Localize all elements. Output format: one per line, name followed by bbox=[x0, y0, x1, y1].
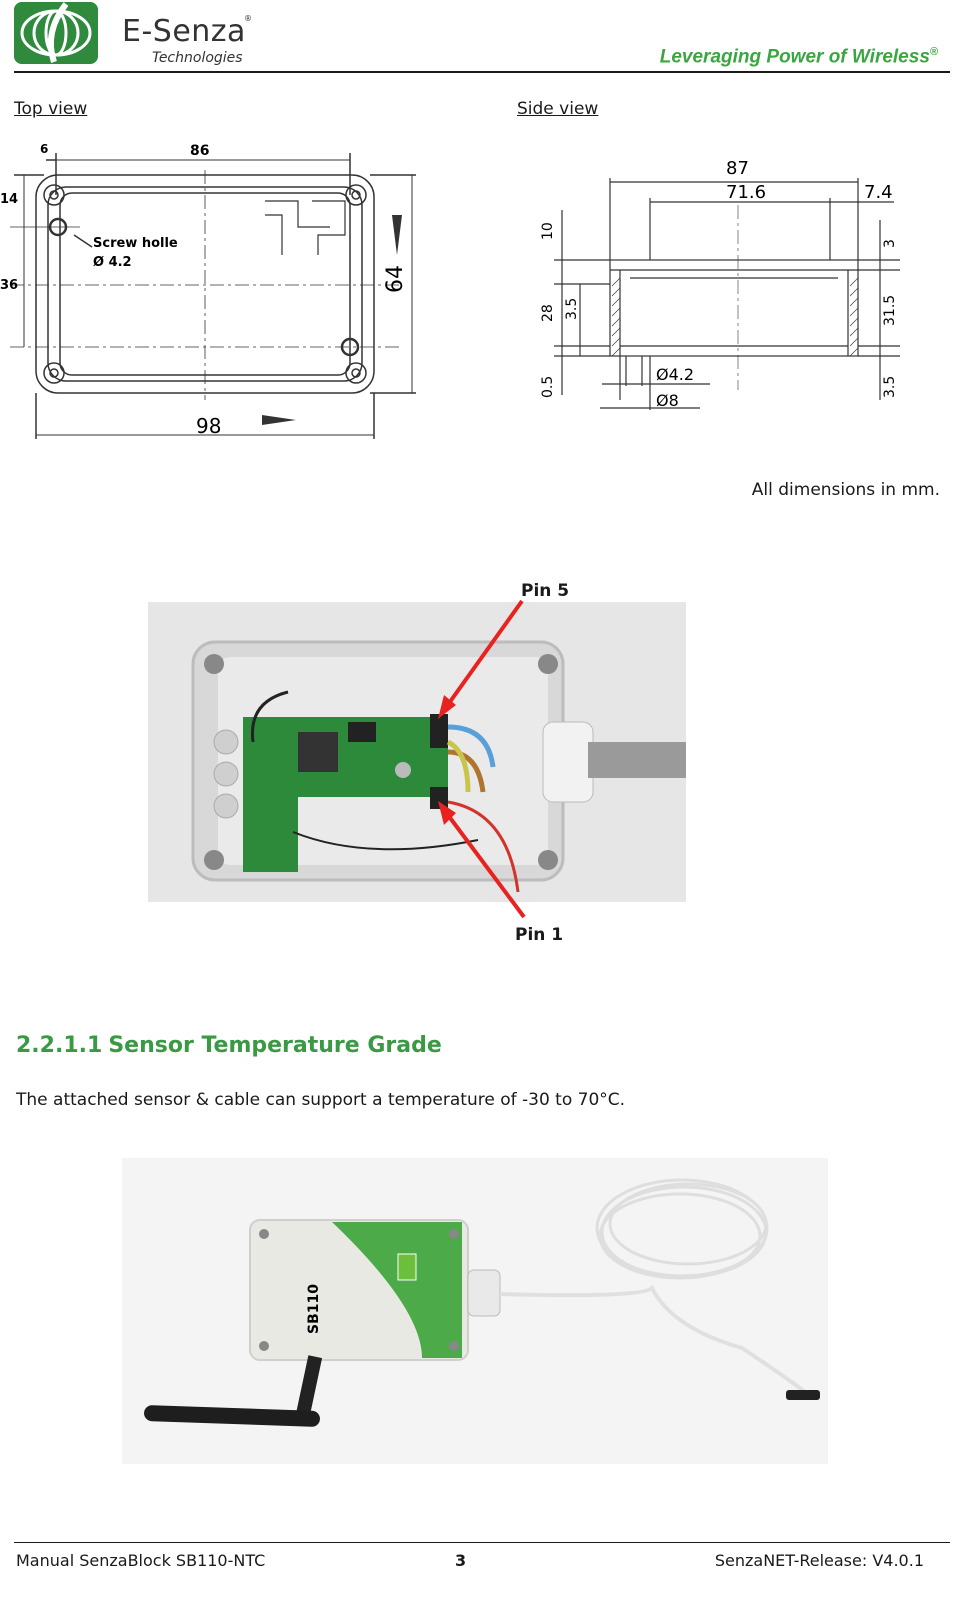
device-photo: SB110 bbox=[122, 1158, 828, 1464]
temperature-sensor-probe bbox=[786, 1390, 820, 1400]
dim-10: 10 bbox=[540, 222, 556, 240]
pin-1-arrow bbox=[440, 805, 526, 919]
footer-release: SenzaNET-Release: V4.0.1 bbox=[714, 1551, 924, 1570]
dim-3: 3 bbox=[882, 239, 898, 248]
top-view-drawing: 6 86 14 36 64 98 Screw holle Ø 4.2 bbox=[0, 142, 416, 439]
pin-arrows bbox=[438, 599, 526, 919]
terminal-block-top bbox=[430, 714, 448, 748]
dim-86: 86 bbox=[190, 143, 209, 159]
dim-7-4: 7.4 bbox=[864, 182, 893, 203]
dim-28: 28 bbox=[540, 304, 556, 322]
e-senza-logo-icon bbox=[14, 2, 98, 64]
pin-5-label: Pin 5 bbox=[521, 581, 570, 601]
dimension-note: All dimensions in mm. bbox=[751, 480, 940, 500]
header-divider bbox=[14, 71, 950, 73]
side-view-drawing: 87 71.6 7.4 10 28 3.5 0.5 3 31.5 3.5 Ø4.… bbox=[540, 158, 900, 410]
terminal-block-bottom bbox=[430, 787, 448, 809]
tagline-text: Leveraging Power of Wireless bbox=[659, 46, 930, 68]
pcb-board bbox=[243, 717, 448, 797]
pin-1-label: Pin 1 bbox=[515, 925, 564, 945]
footer-document-title: Manual SenzaBlock SB110-NTC bbox=[16, 1551, 266, 1570]
dim-87: 87 bbox=[726, 158, 749, 179]
section-number: 2.2.1.1 bbox=[16, 1033, 103, 1058]
dim-31-5: 31.5 bbox=[882, 295, 898, 326]
dim-6: 6 bbox=[40, 142, 48, 156]
dim-0-5: 0.5 bbox=[540, 376, 556, 398]
brand-subtitle: Technologies bbox=[152, 50, 243, 66]
dim-36: 36 bbox=[0, 278, 18, 293]
dim-98: 98 bbox=[196, 414, 221, 438]
dim-3-5-right: 3.5 bbox=[882, 376, 898, 398]
antenna bbox=[144, 1405, 320, 1427]
footer-divider bbox=[14, 1542, 950, 1543]
side-view-label: Side view bbox=[517, 99, 599, 119]
dim-dia-4-2: Ø4.2 bbox=[656, 365, 694, 384]
device-model-label: SB110 bbox=[306, 1284, 322, 1334]
dim-14: 14 bbox=[0, 192, 18, 207]
dim-dia-8: Ø8 bbox=[656, 391, 679, 410]
dim-64: 64 bbox=[383, 265, 408, 293]
screw-hole-label: Screw holle bbox=[93, 236, 178, 251]
section-title: Sensor Temperature Grade bbox=[108, 1033, 442, 1058]
brand-name: E-Senza bbox=[122, 14, 246, 49]
pin-5-arrow bbox=[440, 599, 524, 715]
header-tagline: Leveraging Power of Wireless® bbox=[660, 46, 938, 68]
dim-71-6: 71.6 bbox=[726, 182, 766, 203]
tagline-registered-mark: ® bbox=[929, 46, 938, 58]
pcb-photo bbox=[148, 602, 686, 902]
section-body: The attached sensor & cable can support … bbox=[16, 1090, 626, 1110]
brand-registered-mark: ® bbox=[244, 14, 252, 23]
footer-page-number: 3 bbox=[455, 1551, 467, 1570]
screw-hole-diameter: Ø 4.2 bbox=[93, 255, 132, 270]
dim-3-5-left: 3.5 bbox=[564, 298, 580, 320]
top-view-label: Top view bbox=[14, 99, 88, 119]
